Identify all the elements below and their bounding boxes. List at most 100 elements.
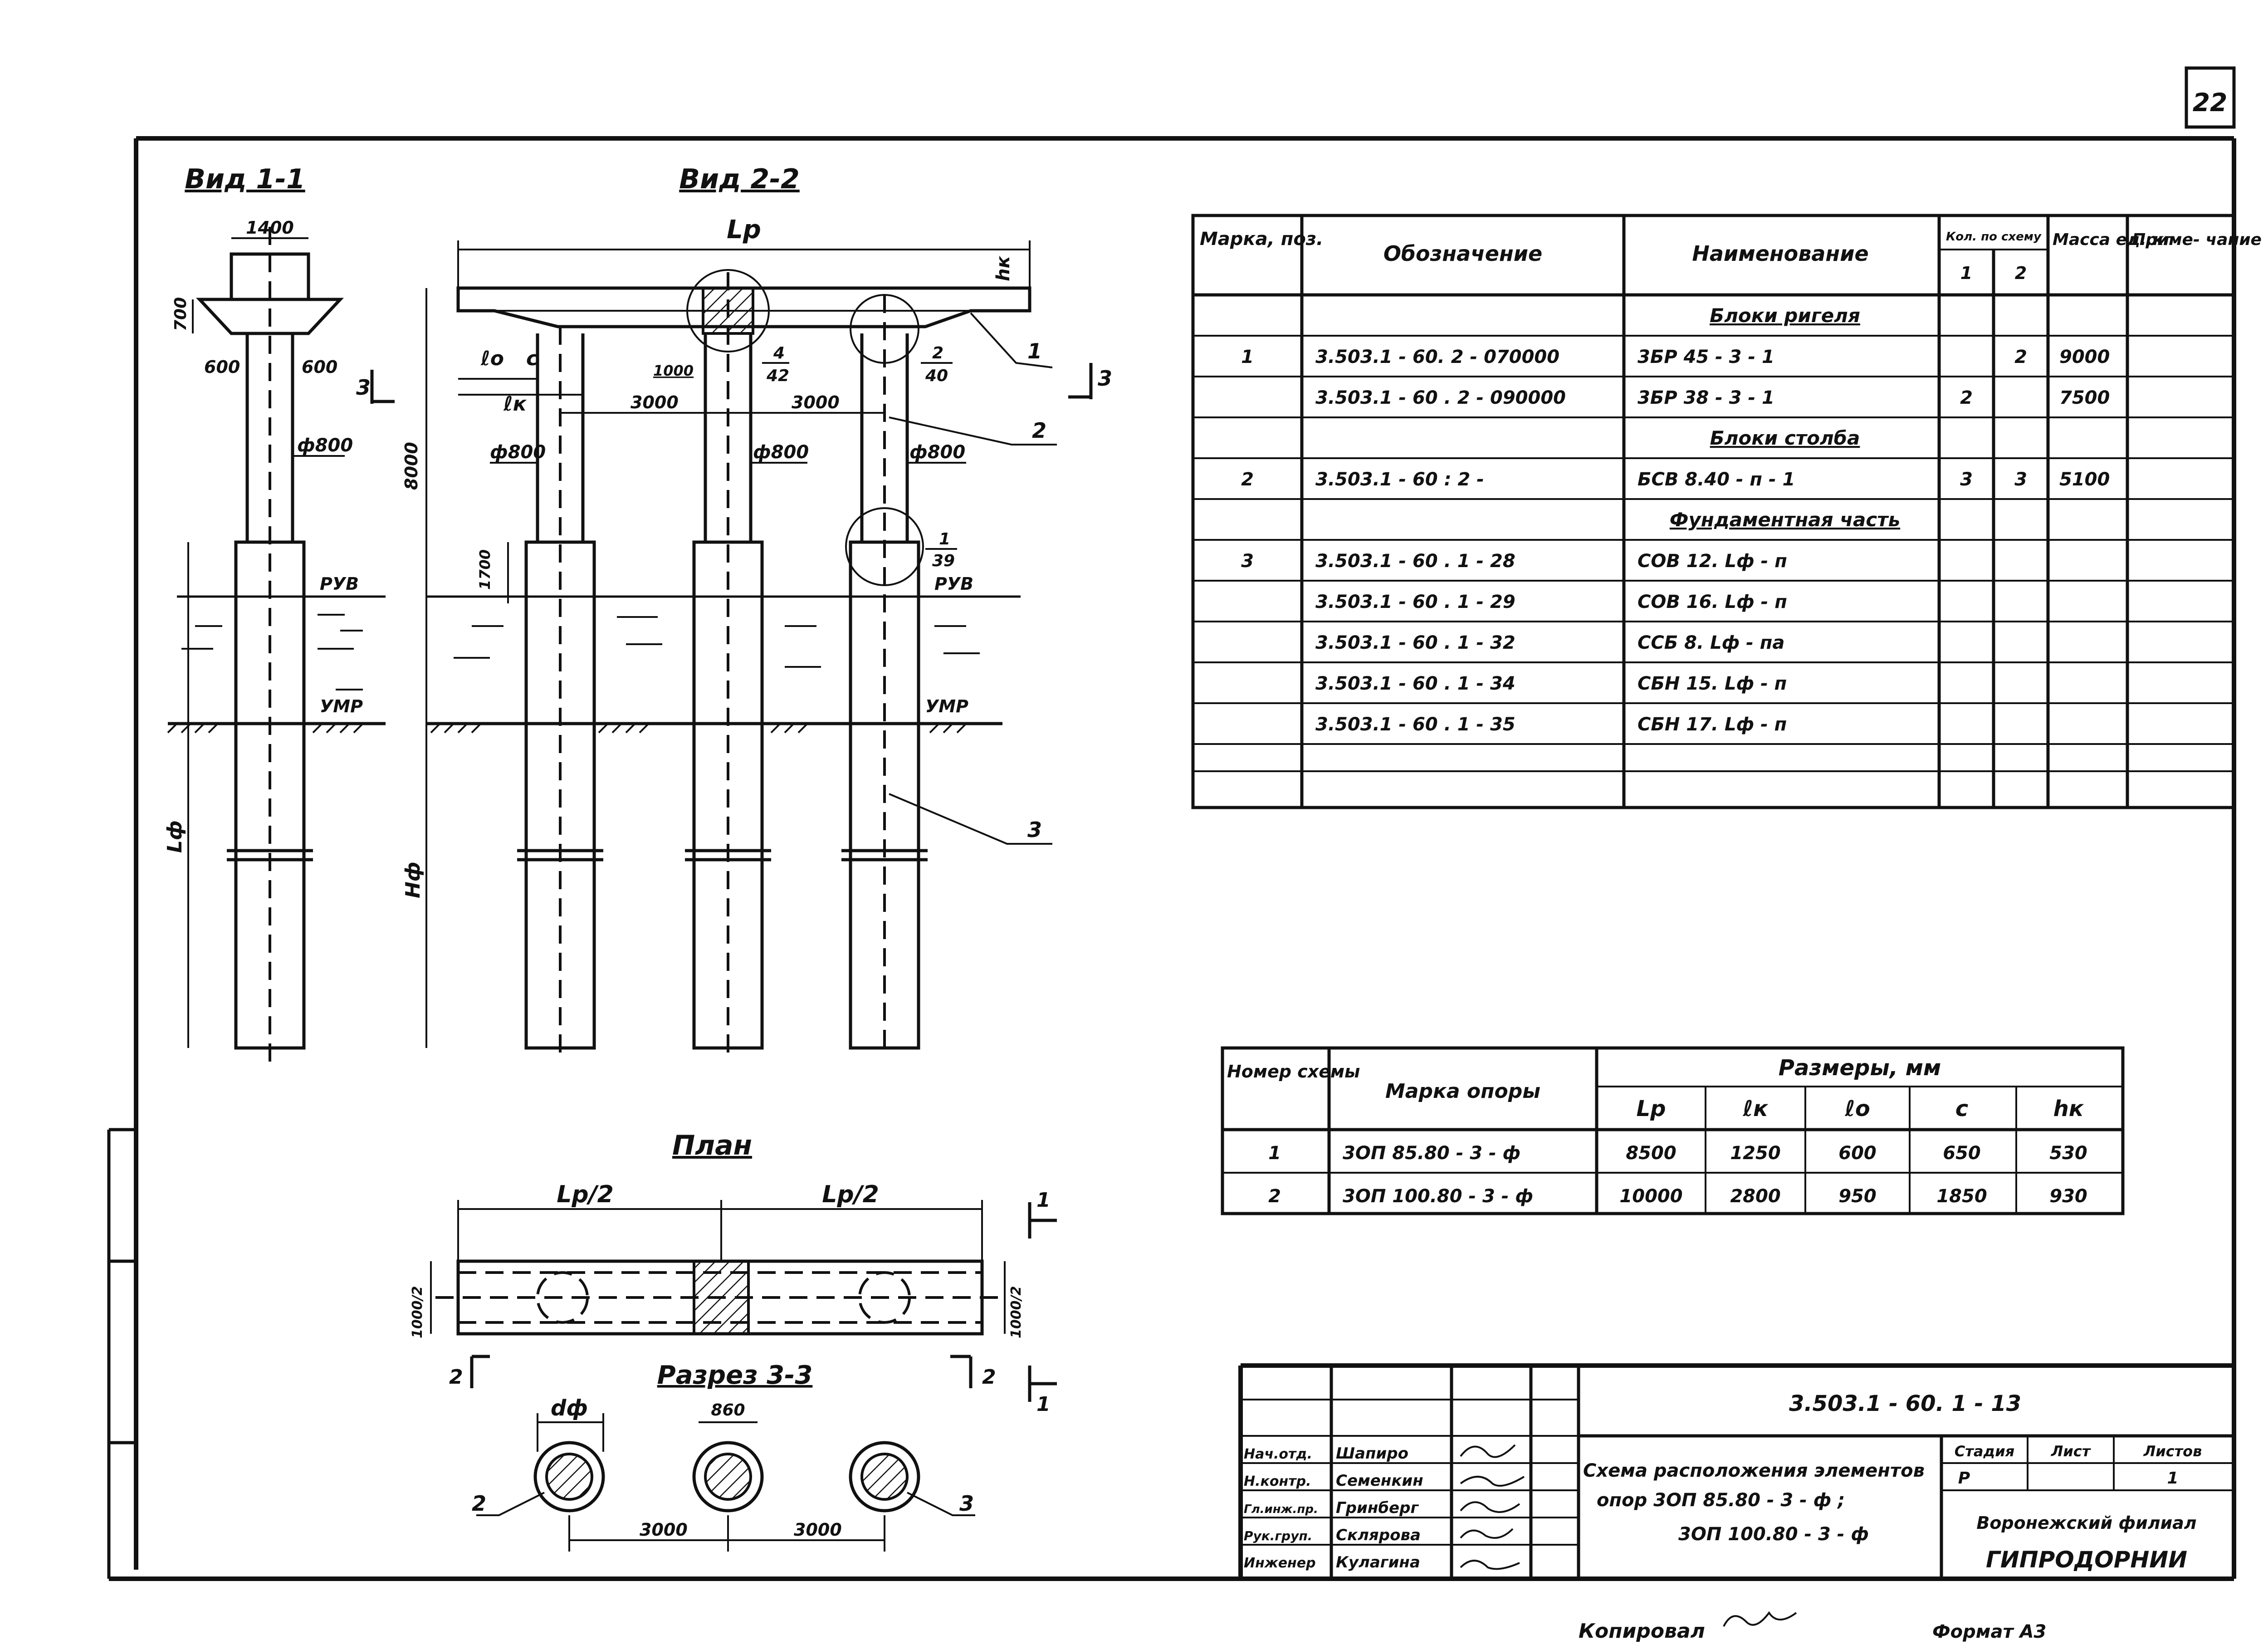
dim-phi800-v1: ф800 xyxy=(297,435,353,456)
tb-stage-h: Стадия xyxy=(1955,1443,2014,1460)
label-c: c xyxy=(526,347,538,370)
plan-title: План xyxy=(672,1130,752,1161)
spec-section-name: Фундаментная часть xyxy=(1670,509,1900,531)
footer-copied: Копировал xyxy=(1579,1620,1705,1643)
hdr-mass: Масса ед.,кг xyxy=(2053,230,2173,249)
plan-lp-half-left: Lр/2 xyxy=(557,1181,614,1208)
spec-cell-designation: 3.503.1 - 60 : 2 - xyxy=(1315,469,1484,490)
sz-hdr-lp: Lр xyxy=(1637,1096,1666,1121)
plan-mark-1-bottom: 1 xyxy=(1036,1393,1051,1416)
tb-title-3: 3ОП 100.80 - 3 - ф xyxy=(1678,1524,1869,1545)
sz-hdr-brand: Марка опоры xyxy=(1385,1080,1540,1103)
leader-label-1: 1 xyxy=(1027,339,1042,363)
label-lp: Lр xyxy=(727,215,761,245)
tb-staff-role: Инженер xyxy=(1244,1555,1316,1571)
spec-cell-designation: 3.503.1 - 60 . 1 - 34 xyxy=(1315,673,1515,694)
dim-1400: 1400 xyxy=(246,218,294,238)
label-lk: ℓк xyxy=(503,392,527,416)
view-1-1: Вид 1-1 1400 700 600 600 ф800 РУВ УМР xyxy=(163,163,395,1062)
label-lf: Lф xyxy=(163,820,186,853)
umr-label-v2: УМР xyxy=(925,696,968,716)
tb-sheets: 1 xyxy=(2167,1469,2178,1488)
dim-700: 700 xyxy=(171,297,190,331)
tb-staff-name: Кулагина xyxy=(1336,1553,1420,1572)
tb-staff-role: Н.контр. xyxy=(1244,1474,1311,1489)
tb-stage: Р xyxy=(1958,1469,1970,1488)
callout-4-top: 4 xyxy=(773,344,785,362)
sz-cell-c: 1850 xyxy=(1936,1186,1987,1207)
section-df: dф xyxy=(551,1395,588,1421)
spec-cell-designation: 3.503.1 - 60 . 1 - 35 xyxy=(1315,714,1515,735)
spec-cell-name: 3БР 45 - 3 - 1 xyxy=(1637,347,1774,367)
dim-phi800-v2b: ф800 xyxy=(753,442,809,463)
spec-cell-designation: 3.503.1 - 60 . 2 - 090000 xyxy=(1315,387,1566,408)
tb-title-1: Схема расположения элементов xyxy=(1583,1460,1925,1481)
spec-cell-mark: 2 xyxy=(1241,469,1254,490)
spec-table xyxy=(1191,214,2236,809)
leader-label-3: 3 xyxy=(1027,818,1042,842)
plan-mark-1-top: 1 xyxy=(1036,1189,1051,1212)
spec-cell-mass: 9000 xyxy=(2059,347,2110,367)
hdr-qty2: 2 xyxy=(2015,263,2027,283)
spec-cell-mass: 5100 xyxy=(2059,469,2110,490)
tb-org-1: Воронежский филиал xyxy=(1976,1513,2196,1533)
tb-title-2: опор 3ОП 85.80 - 3 - ф ; xyxy=(1597,1490,1845,1511)
tb-staff: Нач.отд. Шапиро Н.контр. Семенкин Гл.инж… xyxy=(1244,1444,1423,1572)
label-hf: Hф xyxy=(401,862,425,898)
sz-hdr-l0: ℓо xyxy=(1844,1096,1870,1121)
hdr-name: Наименование xyxy=(1692,241,1868,266)
tb-org-2: ГИПРОДОРНИИ xyxy=(1986,1547,2187,1573)
spec-cell-name: 3БР 38 - 3 - 1 xyxy=(1637,387,1774,408)
tb-staff-name: Шапиро xyxy=(1336,1444,1408,1463)
section-860: 860 xyxy=(711,1401,745,1420)
callout-1-bot: 39 xyxy=(932,552,955,570)
sz-cell-l0: 950 xyxy=(1838,1186,1877,1207)
view-2-2-title: Вид 2-2 xyxy=(679,163,800,195)
section-3000-b: 3000 xyxy=(794,1520,842,1540)
dim-phi800-v2c: ф800 xyxy=(909,442,965,463)
tb-staff-role: Нач.отд. xyxy=(1244,1446,1312,1462)
section-leader-2: 2 xyxy=(472,1491,486,1516)
sz-cell-brand: 3ОП 100.80 - 3 - ф xyxy=(1343,1186,1533,1207)
spec-cell-q2: 3 xyxy=(2014,469,2027,490)
hdr-qty: Кол. по схему xyxy=(1946,230,2042,244)
callout-2-top: 2 xyxy=(932,344,943,362)
sz-cell-hk: 930 xyxy=(2049,1186,2087,1207)
plan-mark-2-right: 2 xyxy=(982,1366,996,1389)
sizes-rows: 1 3ОП 85.80 - 3 - ф 8500 1250 600 650 53… xyxy=(1268,1143,2087,1207)
plan-lp-half-right: Lр/2 xyxy=(822,1181,879,1208)
spec-cell-name: ССБ 8. Lф - па xyxy=(1637,632,1784,653)
sz-hdr-scheme: Номер схемы xyxy=(1227,1062,1360,1082)
plan-view: План Lр/2 Lр/2 1000/2 1000/2 2 2 1 1 xyxy=(410,1130,1057,1416)
section-leader-3: 3 xyxy=(959,1491,974,1516)
sz-hdr-lk: ℓк xyxy=(1742,1096,1769,1121)
sz-hdr-hk: hк xyxy=(2053,1096,2084,1121)
spec-section-name: Блоки ригеля xyxy=(1710,304,1860,327)
footer-format: Формат А3 xyxy=(1932,1621,2046,1642)
plan-mark-2-left: 2 xyxy=(449,1366,463,1389)
spec-cell-q1: 3 xyxy=(1960,469,1973,490)
spec-cell-designation: 3.503.1 - 60 . 1 - 28 xyxy=(1315,551,1515,572)
spec-cell-designation: 3.503.1 - 60 . 1 - 32 xyxy=(1315,632,1515,653)
spec-cell-mark: 3 xyxy=(1241,551,1254,572)
spec-cell-name: СОВ 12. Lф - п xyxy=(1637,551,1787,572)
plan-dim-left: 1000/2 xyxy=(410,1286,425,1338)
ruv-label-v1: РУВ xyxy=(320,574,359,594)
sz-cell-brand: 3ОП 85.80 - 3 - ф xyxy=(1343,1143,1520,1164)
spec-cell-name: СОВ 16. Lф - п xyxy=(1637,592,1787,612)
dim-1000: 1000 xyxy=(653,362,694,379)
sz-cell-lk: 2800 xyxy=(1730,1186,1780,1207)
umr-label-v1: УМР xyxy=(320,696,363,716)
tb-sheets-h: Листов xyxy=(2143,1443,2202,1460)
tb-sheet-h: Лист xyxy=(2051,1443,2092,1460)
spec-cell-mass: 7500 xyxy=(2059,387,2110,408)
dim-600-right: 600 xyxy=(302,357,337,377)
plan-dim-right: 1000/2 xyxy=(1008,1286,1024,1338)
dim-8000: 8000 xyxy=(401,442,421,490)
tb-code: 3.503.1 - 60. 1 - 13 xyxy=(1789,1391,2021,1416)
spec-cell-designation: 3.503.1 - 60. 2 - 070000 xyxy=(1315,347,1559,367)
callout-4-bot: 42 xyxy=(766,367,789,385)
spec-cell-q1: 2 xyxy=(1960,387,1973,408)
section-mark-3-left: 3 xyxy=(356,375,371,400)
